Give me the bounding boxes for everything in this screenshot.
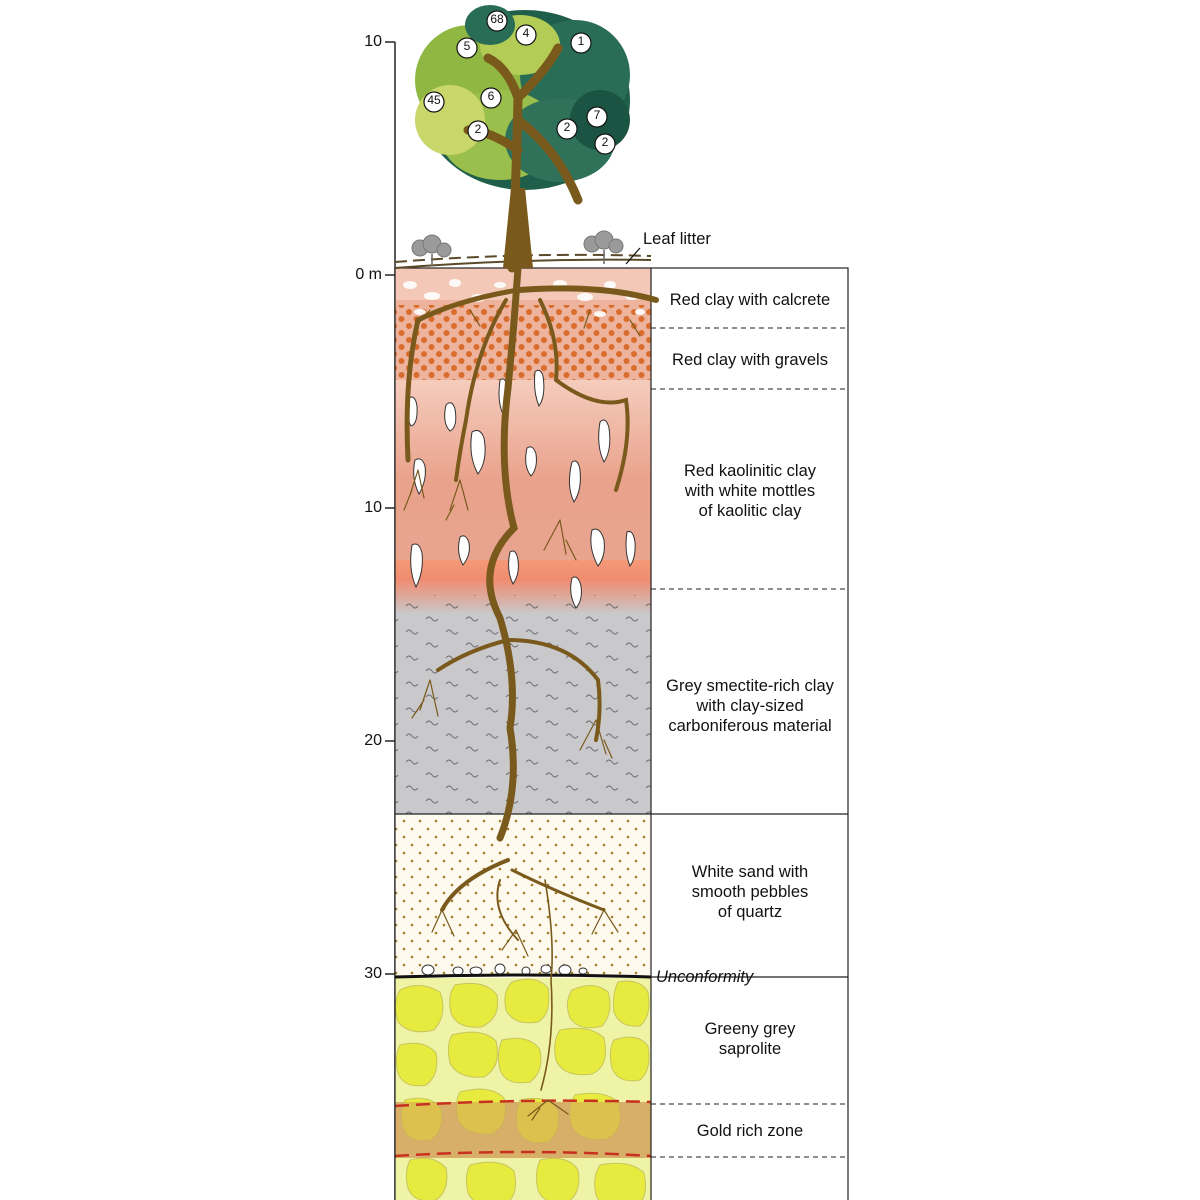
layer-label-red-clay-calcrete: Red clay with calcrete [669,291,831,309]
layer-label-saprolite: Greeny grey saprolite [704,1020,796,1058]
shrub-right [583,230,624,264]
depth-tick-label: 30 [364,965,382,982]
shrub-left [411,234,452,266]
leaf-litter-pointer [625,247,641,265]
tree-marker-label: 2 [601,135,609,149]
wave-pattern [395,595,651,814]
unconformity-line [394,973,652,979]
tree-marker-label: 2 [474,122,482,136]
layer-red-kaolinitic-clay [395,380,651,565]
depth-tick-label: 20 [364,732,382,749]
root-system [403,264,659,1121]
depth-tick-label: 10 [364,33,382,50]
tree-markers [423,10,616,155]
soil-column [395,268,651,1200]
tree-marker-label: 1 [577,34,585,48]
tree-marker-label: 45 [427,93,441,107]
label-table [394,267,849,1200]
sand-dot-pattern [395,814,651,978]
tree-marker-label: 6 [487,89,495,103]
tree-marker-label: 4 [522,26,530,40]
unconformity-label: Unconformity [656,968,754,986]
layer-label-red-kaolinitic-clay: Red kaolinitic clay with white mottles o… [683,462,817,520]
depth-axis [385,41,396,1200]
depth-tick-label: 10 [364,499,382,516]
tree-marker-label: 7 [593,108,601,122]
leaf-litter-label: Leaf litter [643,230,711,248]
layer-label-gold-rich-zone: Gold rich zone [696,1122,804,1140]
layer-label-white-sand: White sand with smooth pebbles of quartz [691,863,809,921]
tree-marker-label: 5 [463,39,471,53]
tree-marker-label: 68 [490,12,504,26]
layer-label-grey-smectite-clay: Grey smectite-rich clay with clay-sized … [666,677,834,735]
tree-trunk [463,43,583,273]
gold-zone-bottom-line [395,1150,651,1158]
tree-marker-label: 2 [563,120,571,134]
gravel-pattern [395,305,651,390]
gold-zone-overlay [395,1102,651,1158]
layer-label-red-clay-gravels: Red clay with gravels [672,351,828,369]
gold-zone-top-line [395,1099,651,1108]
depth-tick-label: 0 m [355,266,382,283]
